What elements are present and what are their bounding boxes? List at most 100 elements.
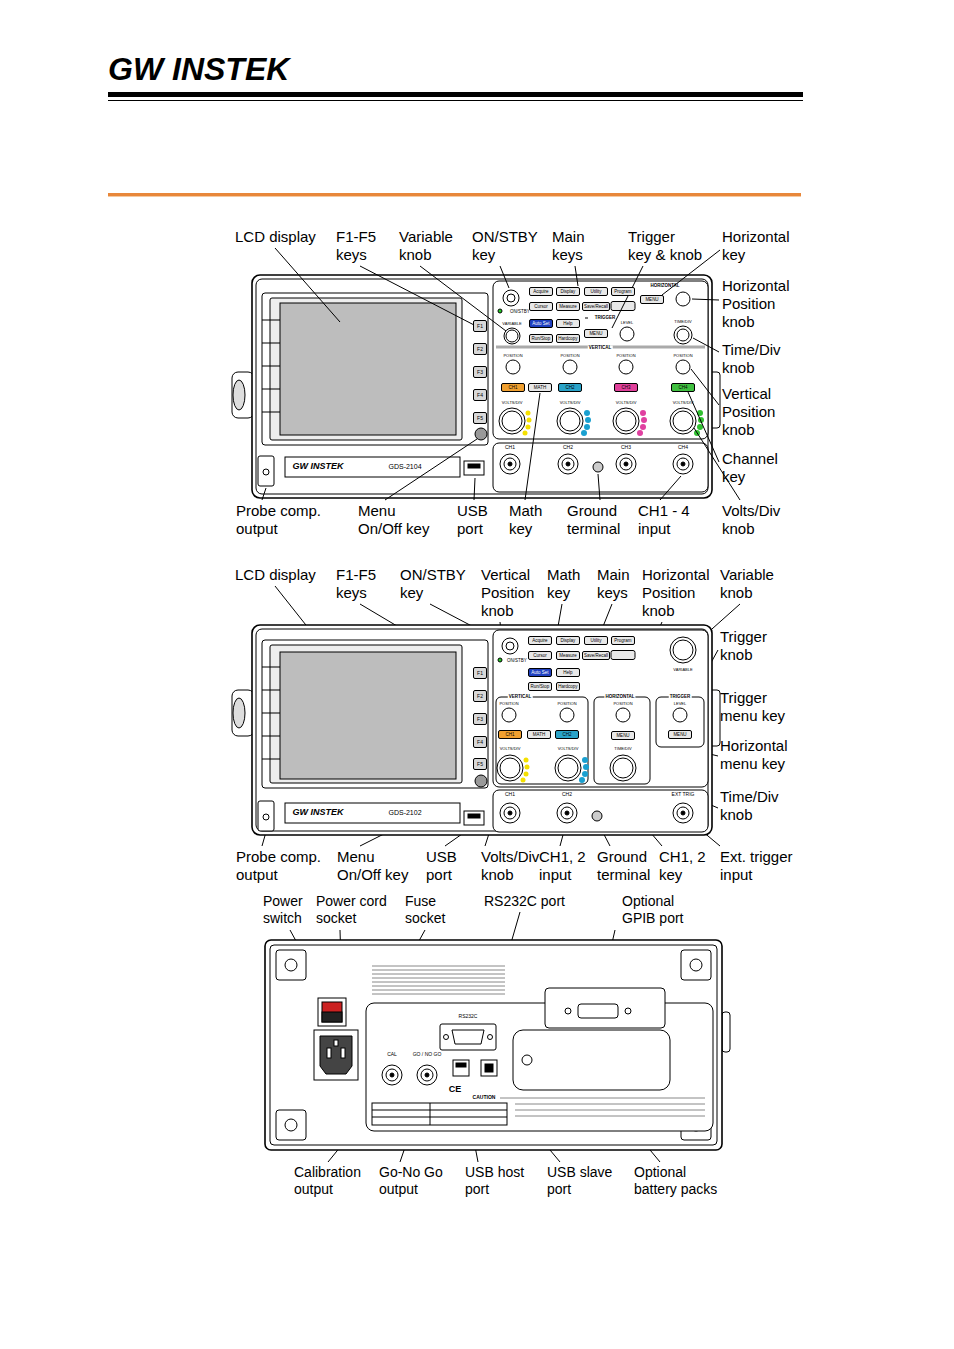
text-line: Volts/Div — [722, 502, 780, 520]
panel-key: Auto Set — [528, 668, 552, 677]
leader-line-part — [500, 266, 509, 288]
front-panel-4ch-part — [613, 408, 639, 434]
header-rule-part — [108, 100, 803, 101]
front-panel-4ch-part — [523, 431, 528, 436]
brand-logo: GW INSTEK — [108, 50, 289, 89]
front-panel-2ch-part — [493, 630, 708, 787]
panel-marking: CE — [449, 1085, 462, 1095]
panel-key: Hardcopy — [556, 682, 580, 691]
panel-key: CH2 — [555, 730, 579, 739]
rear-panel-part — [322, 1012, 342, 1022]
leader-line-part — [693, 338, 719, 352]
front-panel-4ch-part — [620, 458, 632, 470]
panel-key: Hardcopy — [556, 334, 580, 343]
rear-panel-part — [318, 998, 346, 1026]
key-label: Acquire — [532, 637, 547, 644]
panel-marking: POSITION — [503, 354, 522, 358]
panel-marking: GW INSTEK — [293, 462, 344, 472]
panel-key: Program — [611, 636, 635, 645]
text-line: input — [539, 866, 586, 884]
front-panel-2ch-part — [263, 814, 269, 820]
panel-marking: POSITION — [499, 702, 518, 706]
header-rule — [108, 92, 803, 197]
front-panel-2ch-part — [475, 775, 487, 787]
front-panel-4ch-part — [616, 454, 636, 474]
leader-line-part — [420, 266, 506, 331]
panel-marking: CH1 — [505, 445, 515, 451]
front-panel-2ch-part — [521, 778, 526, 783]
text-line: port — [547, 1181, 612, 1198]
callout-label: CH1, 2 input — [539, 848, 586, 884]
panel-key: MATH — [528, 383, 552, 392]
callout-label: Probe comp. output — [236, 502, 321, 538]
key-label: Help — [563, 669, 572, 676]
panel-key: Help — [556, 668, 580, 677]
key-label: Hardcopy — [558, 683, 577, 690]
rear-panel-part — [276, 1110, 306, 1140]
text-line: CH1 - 4 — [638, 502, 690, 520]
text-line: CH1, 2 — [539, 848, 586, 866]
text-line: key — [659, 866, 706, 884]
front-panel-4ch-part — [507, 294, 515, 302]
callout-label: Optional battery packs — [634, 1164, 717, 1198]
panel-key: Measure — [556, 651, 580, 660]
callout-label: Vertical Position knob — [481, 566, 534, 620]
front-panel-2ch-part — [504, 807, 516, 819]
leader-line-part — [692, 299, 719, 300]
rear-panel-part — [372, 982, 505, 983]
front-panel-2ch-part — [285, 803, 460, 823]
rear-panel-part — [485, 1064, 493, 1072]
front-panel-2ch-part — [500, 803, 520, 823]
front-panel-4ch-part — [677, 329, 689, 341]
rear-panel-part — [456, 1063, 466, 1067]
key-label: F3 — [477, 714, 483, 724]
text-line: On/Off key — [358, 520, 429, 538]
panel-key: Program — [611, 287, 635, 296]
key-label: Save/Recall — [584, 652, 608, 659]
callout-label: Math key — [547, 566, 580, 602]
front-panel-4ch-part — [280, 303, 456, 435]
panel-key: MENU — [584, 329, 608, 338]
text-line: Math — [509, 502, 542, 520]
panel-key: Display — [556, 287, 580, 296]
front-panel-2ch-part — [557, 803, 577, 823]
front-panel-2ch-part — [558, 758, 578, 778]
key-label: F2 — [477, 344, 483, 354]
callout-label: USB host port — [465, 1164, 524, 1198]
panel-marking: VOLTS/DIV — [558, 747, 579, 751]
front-panel-4ch-part — [258, 456, 274, 486]
panel-key: Save/Recall — [582, 302, 610, 311]
rear-panel-part — [522, 1055, 532, 1065]
text-line: key — [722, 468, 778, 486]
front-panel-2ch — [232, 625, 720, 835]
rear-panel-part — [488, 1035, 493, 1040]
text-line: Trigger — [720, 689, 785, 707]
front-panel-2ch-part — [670, 637, 696, 663]
rear-panel-part — [372, 990, 505, 991]
rear-panel-part — [327, 1048, 331, 1058]
text-line: port — [457, 520, 488, 538]
callout-label: USB port — [457, 502, 488, 538]
panel-marking: EXT TRIG — [672, 792, 695, 798]
callout-label: Time/Div knob — [720, 788, 779, 824]
callout-label: Vertical Position knob — [722, 385, 775, 439]
panel-key: Acquire — [529, 287, 553, 296]
text-line: menu key — [720, 707, 785, 725]
text-line: GPIB port — [622, 910, 683, 927]
front-panel-4ch-part — [285, 457, 460, 477]
front-panel-4ch-part — [584, 410, 590, 416]
front-panel-4ch-part — [593, 462, 603, 472]
text-line: key — [400, 584, 466, 602]
key-label: MATH — [534, 384, 546, 391]
panel-key: MENU — [611, 731, 635, 740]
key-label: Cursor — [534, 303, 548, 310]
text-line: battery packs — [634, 1181, 717, 1198]
text-line: Calibration — [294, 1164, 361, 1181]
callout-label: Ground terminal — [567, 502, 620, 538]
text-line: Fuse — [405, 893, 445, 910]
key-label: Display — [561, 637, 576, 644]
panel-marking: GO / NO GO — [413, 1052, 442, 1058]
panel-marking: CH2 — [562, 792, 572, 798]
callout-label: Go-No Go output — [379, 1164, 443, 1198]
